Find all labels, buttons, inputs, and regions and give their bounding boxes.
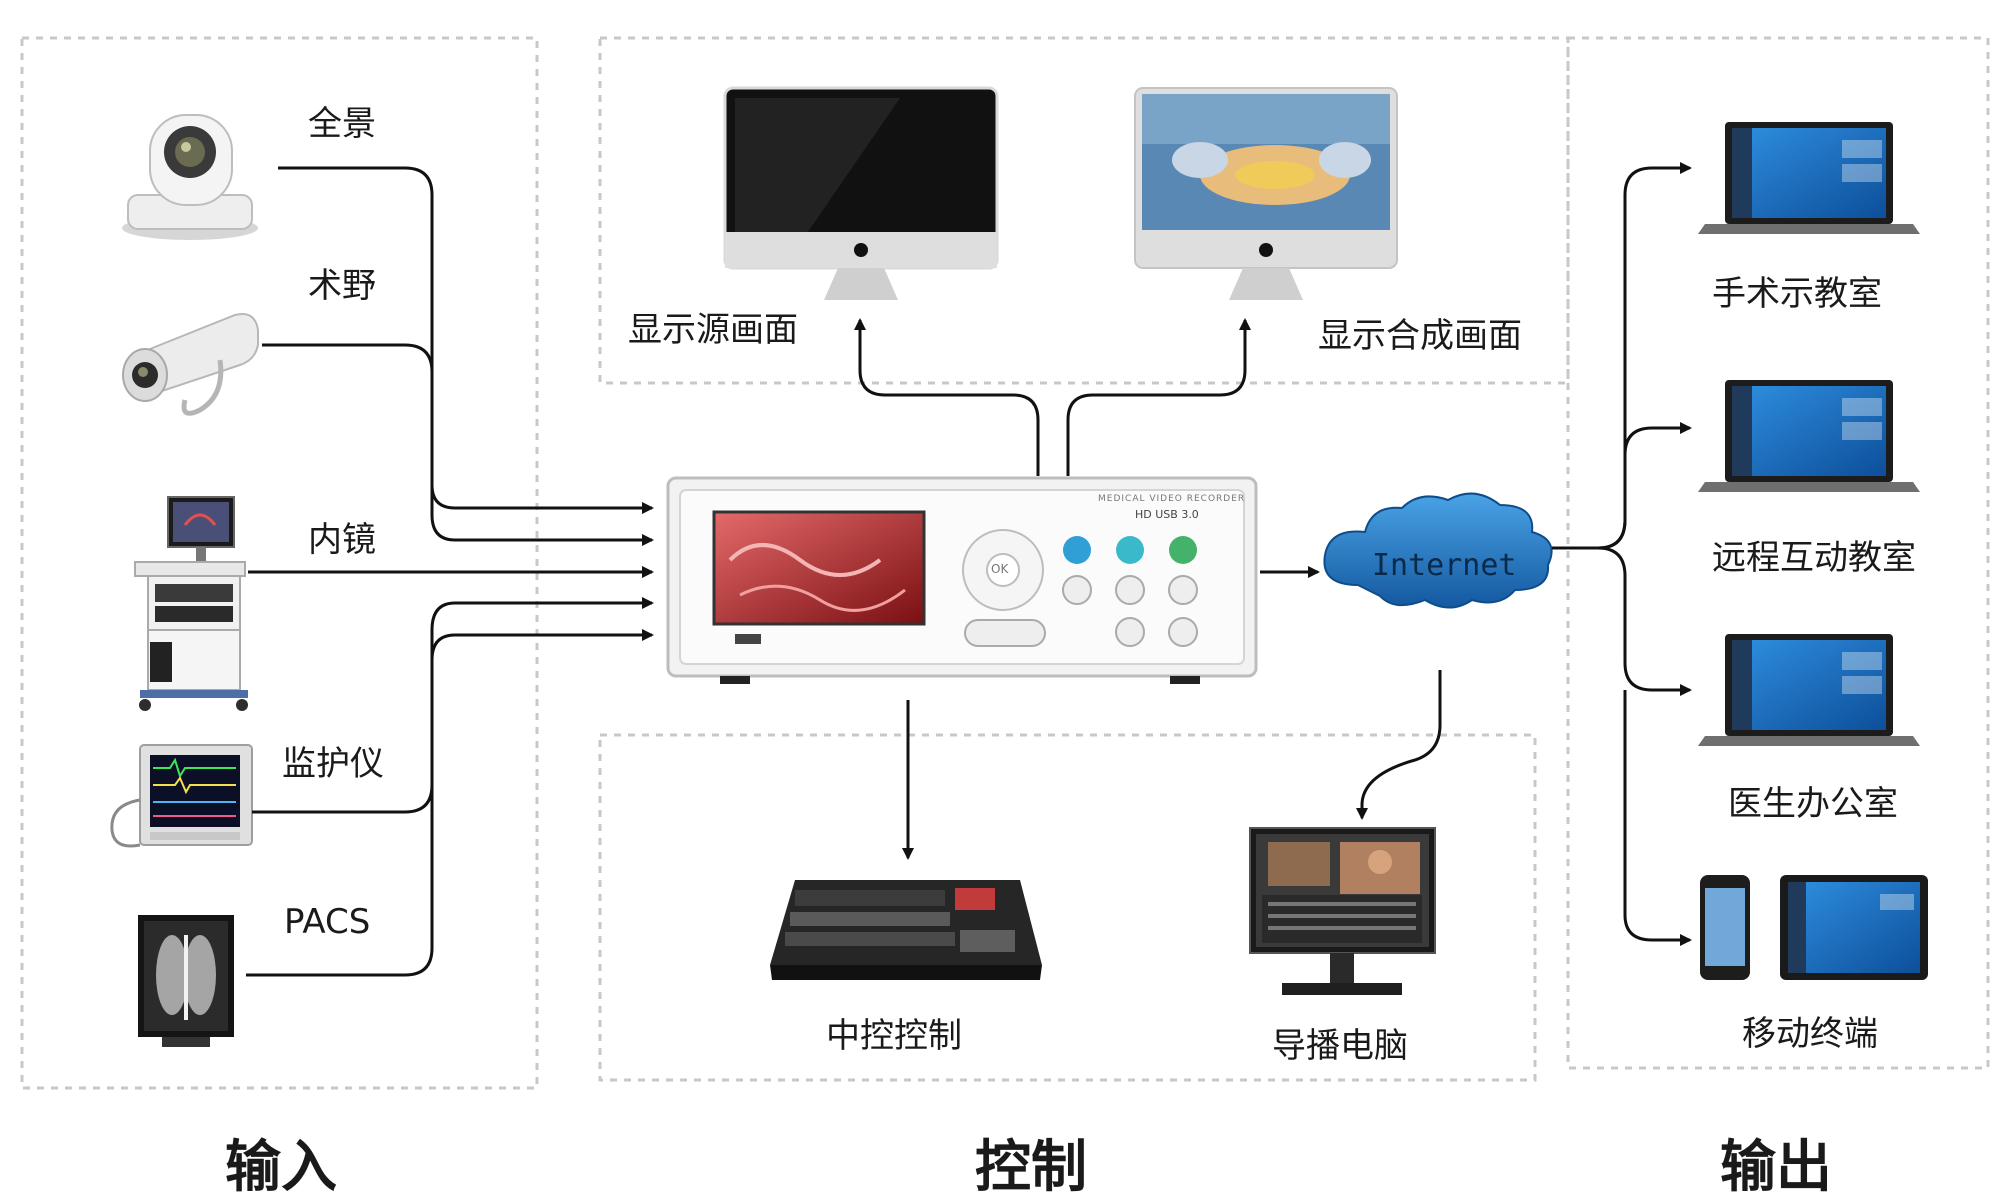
monitor-surgery-icon: [1134, 87, 1398, 300]
monitor-icon: [723, 86, 999, 300]
input-label-endoscope: 内镜: [308, 520, 376, 560]
input-label-pacs: PACS: [284, 902, 371, 942]
xray-display-icon: [138, 915, 234, 1047]
output-label-surgical-demo-room: 手术示教室: [1712, 274, 1882, 314]
input-label-monitor: 监护仪: [282, 744, 384, 784]
input-label-surgical-field: 术野: [308, 266, 376, 306]
display-label-composite: 显示合成画面: [1318, 316, 1522, 356]
video-recorder: [666, 476, 1258, 684]
control-label-director-pc: 导播电脑: [1272, 1026, 1408, 1066]
field-camera-icon: [122, 313, 259, 416]
recorder-model: HD USB 3.0: [1135, 508, 1199, 521]
section-title-control: 控制: [975, 1135, 1087, 1200]
cloud-icon: [1323, 492, 1553, 609]
output-connectors: [1552, 162, 1692, 946]
output-section-box: [1566, 36, 1990, 1070]
laptop-icon: [1698, 634, 1920, 746]
laptop-icon: [1698, 380, 1920, 492]
section-title-input: 输入: [225, 1135, 337, 1200]
display-section-box: [598, 36, 1570, 385]
section-title-output: 输出: [1720, 1135, 1832, 1200]
switcher-console-icon: [770, 880, 1042, 980]
input-connectors: [246, 166, 654, 977]
input-section-box: [20, 36, 539, 1090]
director-pc-icon: [1249, 827, 1436, 995]
display-connectors: [854, 318, 1251, 476]
output-label-doctor-office: 医生办公室: [1728, 784, 1898, 824]
ptz-camera-icon: [122, 114, 258, 240]
recorder-brand-line: MEDICAL VIDEO RECORDER: [1098, 494, 1246, 504]
mobile-devices-icon: [1700, 875, 1928, 980]
network-connectors: [902, 566, 1442, 860]
control-section-box: [598, 733, 1537, 1082]
network-label: Internet: [1372, 548, 1517, 583]
recorder-ok-button: OK: [991, 562, 1009, 576]
control-label-central: 中控控制: [826, 1016, 962, 1056]
laptop-icon: [1698, 122, 1920, 234]
output-label-mobile: 移动终端: [1742, 1014, 1878, 1054]
endoscope-cart-icon: [134, 496, 248, 711]
patient-monitor-icon: [110, 744, 253, 848]
display-label-source: 显示源画面: [628, 310, 798, 350]
input-label-panorama: 全景: [308, 104, 376, 144]
output-label-remote-classroom: 远程互动教室: [1712, 538, 1916, 578]
